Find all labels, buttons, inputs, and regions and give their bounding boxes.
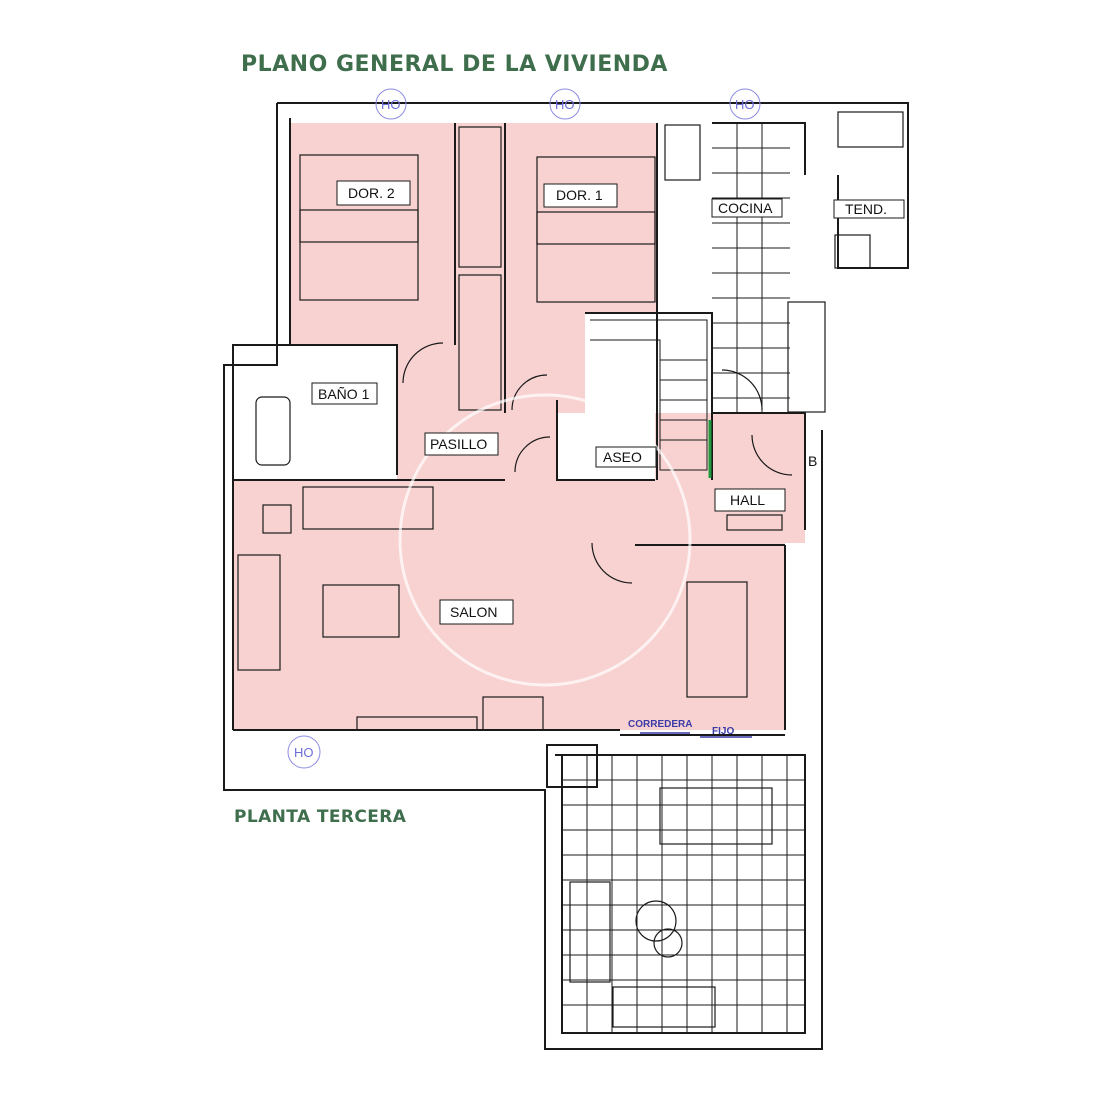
label-corredera: CORREDERA	[628, 719, 692, 730]
watermark-logo	[398, 393, 692, 687]
kitchen-tiles	[712, 123, 790, 413]
svg-text:HO: HO	[294, 745, 314, 760]
kitchen-counter	[787, 301, 826, 413]
sofa-left	[237, 554, 281, 671]
label-cocina: COCINA	[718, 200, 773, 216]
label-pasillo: PASILLO	[430, 436, 487, 452]
tend-sink	[834, 234, 871, 269]
hall-console	[726, 514, 783, 531]
terrace-table	[659, 787, 773, 845]
plan-title: PLANO GENERAL DE LA VIVIENDA	[241, 52, 668, 77]
cabinet	[482, 696, 544, 731]
room-dor2-fill	[290, 123, 455, 345]
terrace-round-2	[653, 928, 683, 958]
floor-label: PLANTA TERCERA	[234, 807, 407, 827]
label-aseo: ASEO	[603, 449, 642, 465]
svg-text:HO: HO	[735, 97, 755, 112]
wall-inner-left	[232, 118, 291, 730]
wall-kitchen-top	[712, 122, 806, 175]
label-hall: HALL	[730, 492, 765, 508]
svg-text:HO: HO	[381, 97, 401, 112]
walls	[223, 102, 909, 1050]
wall-aseo	[556, 400, 655, 481]
dining-table	[686, 581, 748, 698]
marker-b: B	[808, 453, 817, 469]
furniture	[237, 111, 904, 1028]
terrace-round-1	[635, 900, 677, 942]
side-table	[262, 504, 292, 534]
console	[356, 716, 478, 731]
terrace-pillar	[546, 744, 598, 788]
label-tend: TEND.	[845, 201, 887, 217]
label-fijo: FIJO	[712, 726, 734, 737]
wall-hall-east	[712, 412, 806, 530]
staircase	[590, 319, 708, 471]
wall-stairs	[585, 312, 713, 480]
svg-text:HO: HO	[555, 97, 575, 112]
room-hall-fill	[655, 413, 805, 543]
room-hall-link-fill	[505, 480, 655, 543]
terrace-tiles	[562, 755, 805, 1033]
sofa-top	[302, 486, 434, 530]
bathtub	[255, 396, 291, 466]
terrace-sofa-left	[569, 881, 611, 983]
wall-outer	[223, 103, 823, 1050]
ho-markers: HO HO HO HO	[287, 88, 761, 769]
wall-top	[277, 102, 909, 269]
washer	[837, 111, 904, 148]
room-closets-fill	[455, 123, 505, 413]
label-salon: SALON	[450, 604, 497, 620]
doors	[402, 342, 793, 584]
cooktop	[664, 124, 701, 181]
room-dor1-fill	[505, 123, 657, 313]
label-dor2: DOR. 2	[348, 185, 395, 201]
wardrobe-1	[458, 126, 502, 268]
coffee-table	[322, 584, 400, 638]
label-dor1: DOR. 1	[556, 187, 603, 203]
terrace-sofa-bottom	[612, 986, 716, 1028]
room-labels	[311, 180, 905, 625]
wall-bano	[290, 344, 398, 475]
label-bano1: BAÑO 1	[318, 386, 370, 402]
wall-terrace-inner	[555, 754, 806, 1034]
